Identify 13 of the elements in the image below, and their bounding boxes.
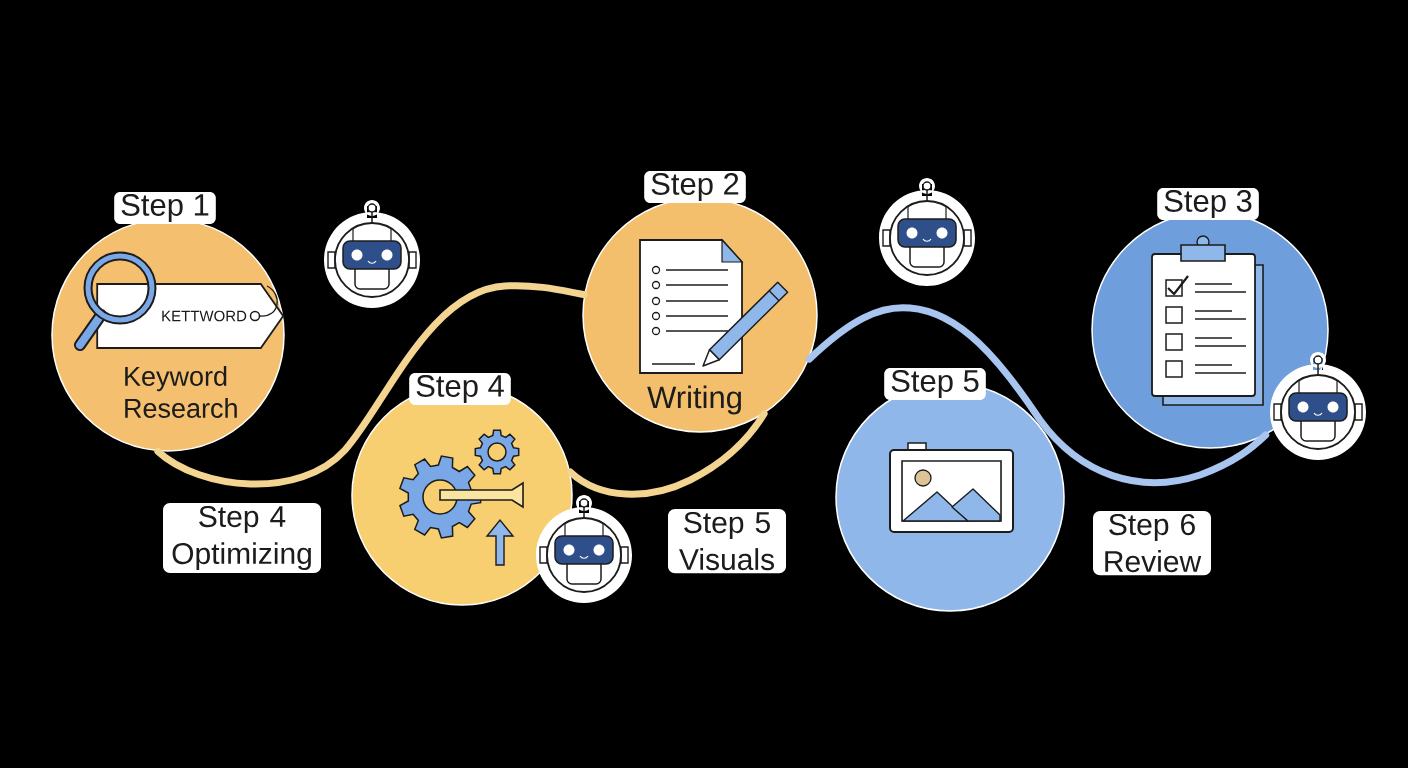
step-heading: Step 2	[644, 170, 746, 204]
step-heading: Step 5	[884, 367, 986, 401]
connector-line	[566, 410, 768, 498]
step-title: Writing	[647, 385, 741, 415]
step-heading: Step 4	[409, 372, 511, 406]
step-title: Keyword Research	[125, 366, 237, 418]
step-caption: Step 6 Review	[1093, 510, 1211, 576]
connector-line	[805, 304, 1270, 487]
step-caption: Step 5 Visuals	[668, 508, 786, 574]
step-heading: Step 1	[114, 191, 216, 225]
step-caption: Step 4 Optimizing	[163, 502, 321, 574]
connector-line	[154, 282, 588, 488]
step-heading: Step 3	[1157, 187, 1259, 221]
